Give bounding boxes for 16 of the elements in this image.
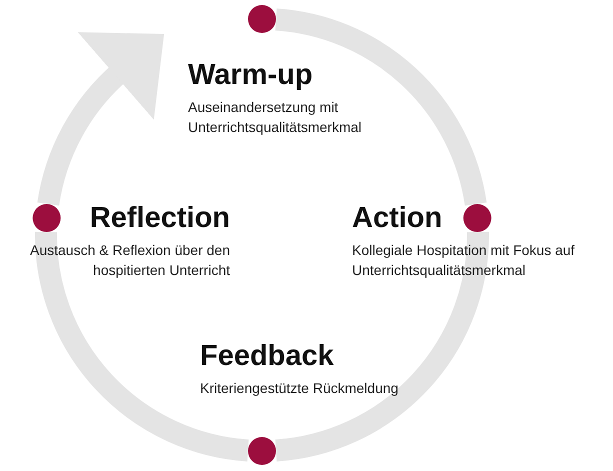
stage-heading: Feedback xyxy=(200,339,334,374)
cycle-segment xyxy=(274,8,487,206)
stage-description: Auseinandersetzung mit Unterrichtsqualitätsmerkmal xyxy=(188,98,362,137)
stage-description: Austausch & Reflexion über den hospitierten Unterricht xyxy=(28,241,230,280)
stage-dot xyxy=(32,204,61,232)
stage-heading: Warm-up xyxy=(188,58,313,93)
cycle-segment xyxy=(35,231,250,462)
stage-dot xyxy=(248,5,276,33)
stage-heading: Action xyxy=(352,201,442,236)
stage-heading: Reflection xyxy=(90,201,230,236)
stage-dot xyxy=(248,437,276,465)
cycle-arrow xyxy=(37,31,162,206)
stage-description: Kollegiale Hospitation mit Fokus auf Unterrichtsqualitätsmerkmal xyxy=(352,241,576,280)
stage-description: Kriteriengestützte Rückmeldung xyxy=(200,379,400,398)
cycle-segment xyxy=(274,231,489,462)
stage-dot xyxy=(463,204,492,232)
